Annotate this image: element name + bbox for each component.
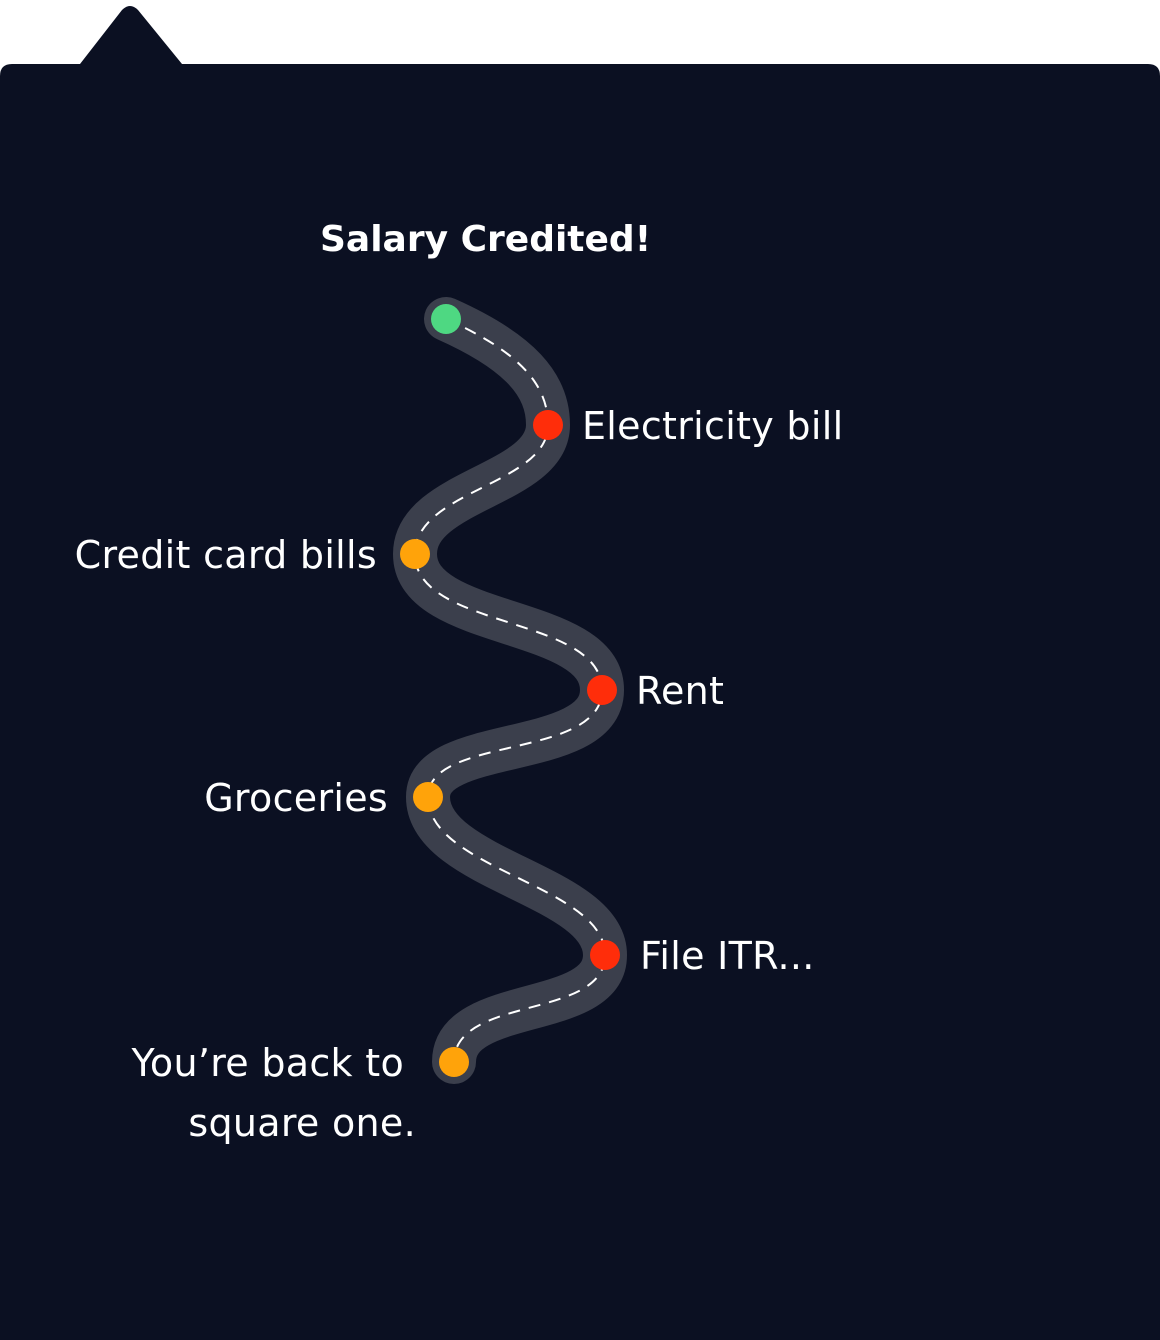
marker-credit-card-bills xyxy=(400,539,430,569)
label-credit-card-bills: Credit card bills xyxy=(74,533,377,577)
road xyxy=(393,297,627,1084)
label-ending: You’re back to square one. xyxy=(131,1033,416,1153)
marker-electricity-bill xyxy=(533,410,563,440)
label-groceries: Groceries xyxy=(204,776,388,820)
marker-groceries xyxy=(413,782,443,812)
ending-line-2: square one. xyxy=(188,1101,416,1145)
diagram-title: Salary Credited! xyxy=(320,219,652,260)
marker-file-itr xyxy=(590,940,620,970)
label-file-itr: File ITR... xyxy=(640,934,815,978)
label-electricity-bill: Electricity bill xyxy=(582,404,844,448)
ending-line-1: You’re back to xyxy=(131,1041,404,1085)
end-marker xyxy=(439,1047,469,1077)
label-rent: Rent xyxy=(636,669,725,713)
start-marker xyxy=(431,304,461,334)
marker-rent xyxy=(587,675,617,705)
road-center-dashes xyxy=(413,318,607,1063)
